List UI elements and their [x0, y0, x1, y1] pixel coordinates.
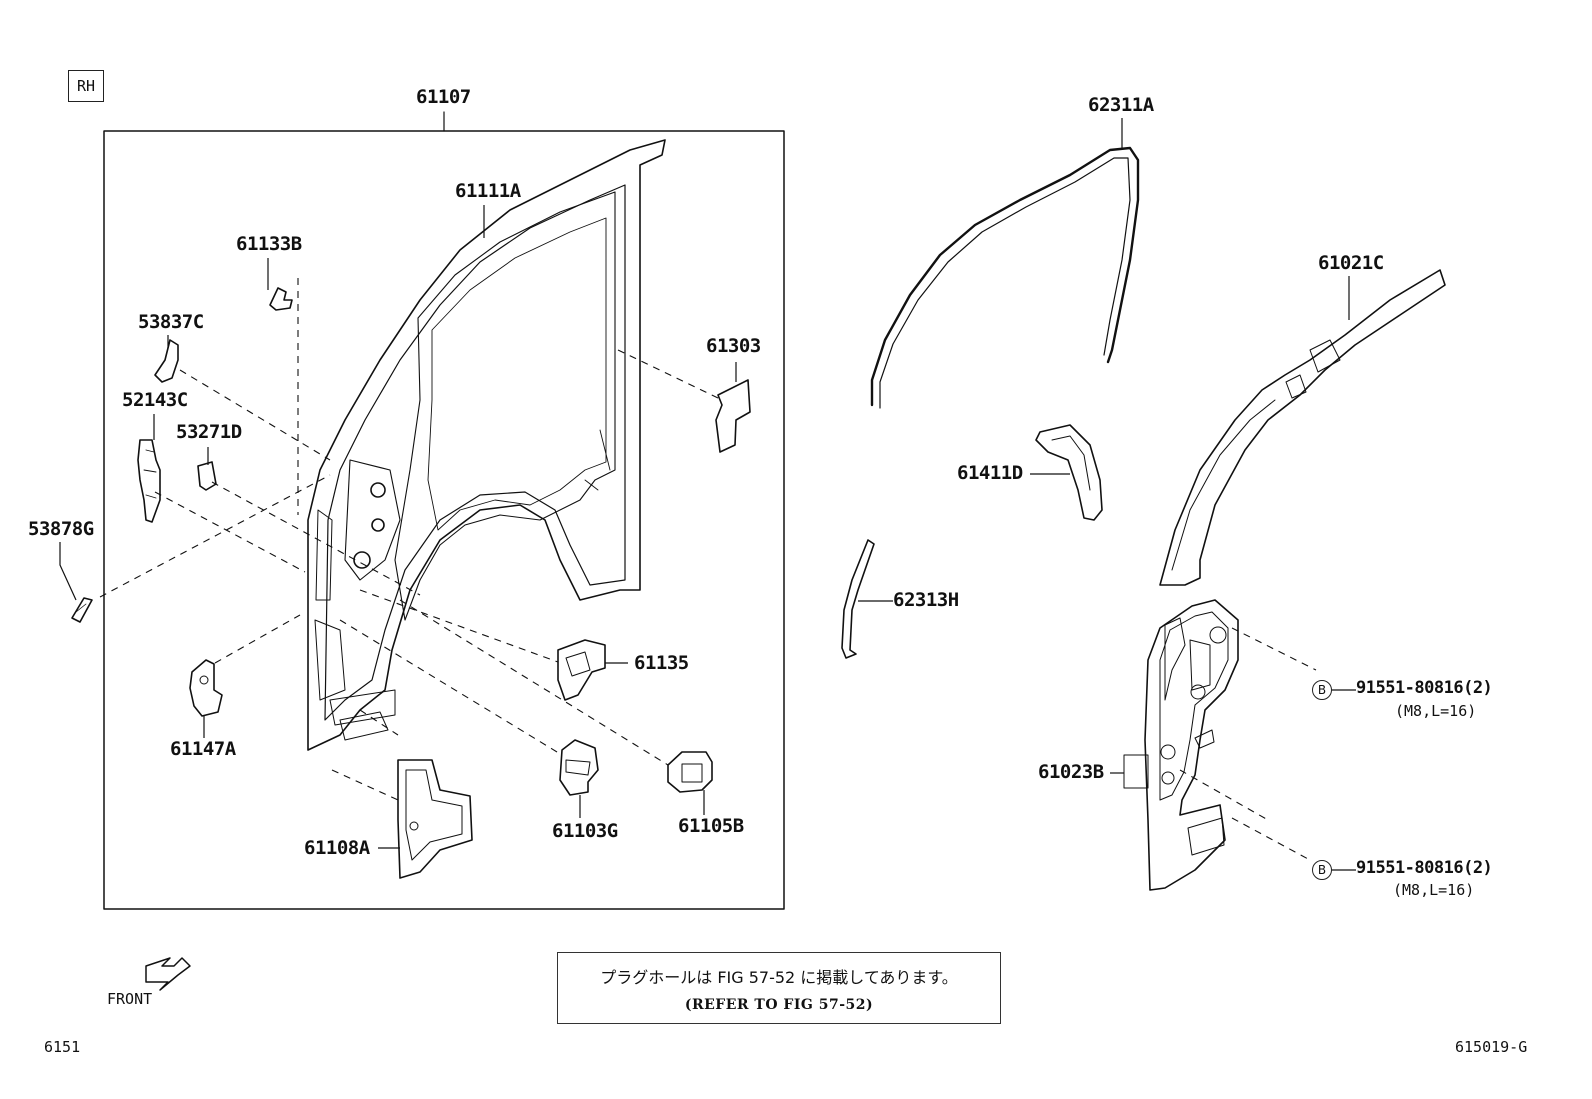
part-label-53837C: 53837C: [138, 311, 204, 333]
bracket-53837C-shape: [154, 339, 179, 383]
seal-62313H-shape: [841, 539, 875, 659]
bracket-61105B-shape: [667, 751, 713, 793]
bolt-part-lower: 91551-80816(2): [1356, 858, 1493, 878]
bolt-spec-lower: (M8,L=16): [1393, 881, 1475, 899]
part-label-61411D: 61411D: [957, 462, 1023, 484]
figure-code: 615019-G: [1455, 1038, 1528, 1056]
part-label-62311A: 62311A: [1088, 94, 1154, 116]
reference-note: プラグホールは FIG 57-52 に掲載してあります。 (REFER TO F…: [557, 952, 1001, 1024]
part-label-61105B: 61105B: [678, 815, 744, 837]
part-label-61135: 61135: [634, 652, 689, 674]
part-label-61303: 61303: [706, 335, 761, 357]
bolt-spec-upper: (M8,L=16): [1395, 702, 1477, 720]
bolt-marker-b-upper: B: [1312, 680, 1332, 700]
part-label-62313H: 62313H: [893, 589, 959, 611]
front-arrow-shape: [145, 957, 191, 991]
bracket-61411D-shape: [1035, 424, 1103, 521]
part-label-61108A: 61108A: [304, 837, 370, 859]
part-label-61021C: 61021C: [1318, 252, 1384, 274]
front-label: FRONT: [107, 990, 153, 1008]
panel-61108A-shape: [397, 759, 473, 879]
bracket-61135-shape: [557, 639, 606, 701]
pad-53878G-shape: [71, 597, 93, 623]
weatherstrip-62311A-shape: [870, 146, 1140, 407]
bolt-part-upper: 91551-80816(2): [1356, 678, 1493, 698]
reinforcement-52143C-shape: [137, 439, 161, 523]
part-label-53271D: 53271D: [176, 421, 242, 443]
part-label-53878G: 53878G: [28, 518, 94, 540]
part-label-61111A: 61111A: [455, 180, 521, 202]
hinge-pillar-61023B-shape: [1144, 599, 1239, 891]
pillar-61021C-shape: [1159, 269, 1446, 586]
bracket-61103G-shape: [559, 739, 599, 796]
clip-61133B-shape: [269, 287, 293, 311]
bracket-61147A-shape: [189, 659, 223, 717]
bracket-61303-shape: [715, 379, 751, 453]
part-label-61103G: 61103G: [552, 820, 618, 842]
bolt-marker-b-lower: B: [1312, 860, 1332, 880]
side-panel-61111A-shape: [307, 139, 666, 751]
part-label-61023B: 61023B: [1038, 761, 1104, 783]
bracket-53271D-shape: [197, 461, 217, 491]
side-label-box: RH: [68, 70, 104, 102]
page-number: 6151: [44, 1038, 81, 1056]
part-label-52143C: 52143C: [122, 389, 188, 411]
reference-note-jp: プラグホールは FIG 57-52 に掲載してあります。: [600, 968, 958, 987]
part-label-61133B: 61133B: [236, 233, 302, 255]
reference-note-en: (REFER TO FIG 57-52): [684, 997, 874, 1013]
part-label-61107: 61107: [416, 86, 471, 108]
part-label-61147A: 61147A: [170, 738, 236, 760]
